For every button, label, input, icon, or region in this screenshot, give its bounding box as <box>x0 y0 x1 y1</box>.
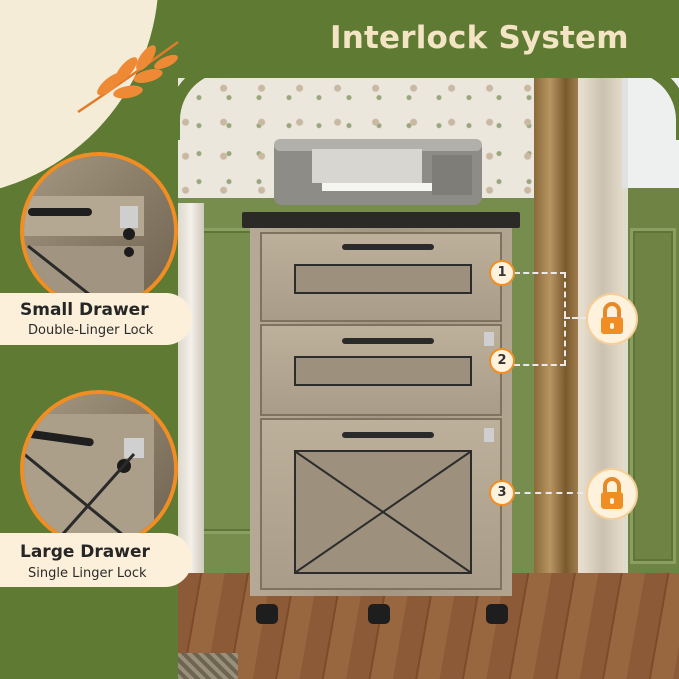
bottom-drawer[interactable] <box>260 418 502 590</box>
small-drawer-label: Small Drawer Double-Linger Lock <box>0 293 192 345</box>
headline: Interlock System <box>330 20 629 56</box>
small-drawer-lock-closeup <box>20 152 178 310</box>
padlock-icon <box>588 470 636 518</box>
top-drawer-handle[interactable] <box>342 244 434 250</box>
caster-wheel <box>368 604 390 624</box>
caster-wheel <box>486 604 508 624</box>
large-drawer-subtitle: Single Linger Lock <box>28 566 147 581</box>
floral-wallpaper <box>178 78 558 198</box>
small-drawer-title: Small Drawer <box>20 300 149 320</box>
padlock-icon <box>588 295 636 343</box>
large-drawer-label: Large Drawer Single Linger Lock <box>0 533 192 587</box>
middle-drawer-handle[interactable] <box>342 338 434 344</box>
leaf-icon <box>77 40 179 114</box>
rug <box>178 653 238 679</box>
filing-cabinet <box>242 212 520 624</box>
small-drawer-subtitle: Double-Linger Lock <box>28 323 154 338</box>
large-drawer-lock-closeup <box>20 390 178 548</box>
marker-2: 2 <box>489 348 515 374</box>
cabinet-top <box>242 212 520 228</box>
marker-3: 3 <box>489 480 515 506</box>
chain-link <box>514 272 566 366</box>
middle-drawer[interactable] <box>260 324 502 416</box>
arch-border <box>168 60 679 140</box>
bottom-drawer-handle[interactable] <box>342 432 434 438</box>
top-drawer[interactable] <box>260 232 502 322</box>
middle-drawer-panel <box>294 356 472 386</box>
chain-link <box>514 492 594 494</box>
side-panel <box>630 228 676 564</box>
top-drawer-panel <box>294 264 472 294</box>
marker-1: 1 <box>489 260 515 286</box>
bottom-drawer-lock <box>484 428 494 442</box>
middle-drawer-lock <box>484 332 494 346</box>
printer <box>274 139 482 205</box>
bottom-drawer-panel <box>294 450 472 574</box>
white-column <box>178 203 204 603</box>
chain-link <box>564 317 594 319</box>
large-drawer-title: Large Drawer <box>20 542 150 562</box>
caster-wheel <box>256 604 278 624</box>
sheer-curtain <box>578 78 628 638</box>
